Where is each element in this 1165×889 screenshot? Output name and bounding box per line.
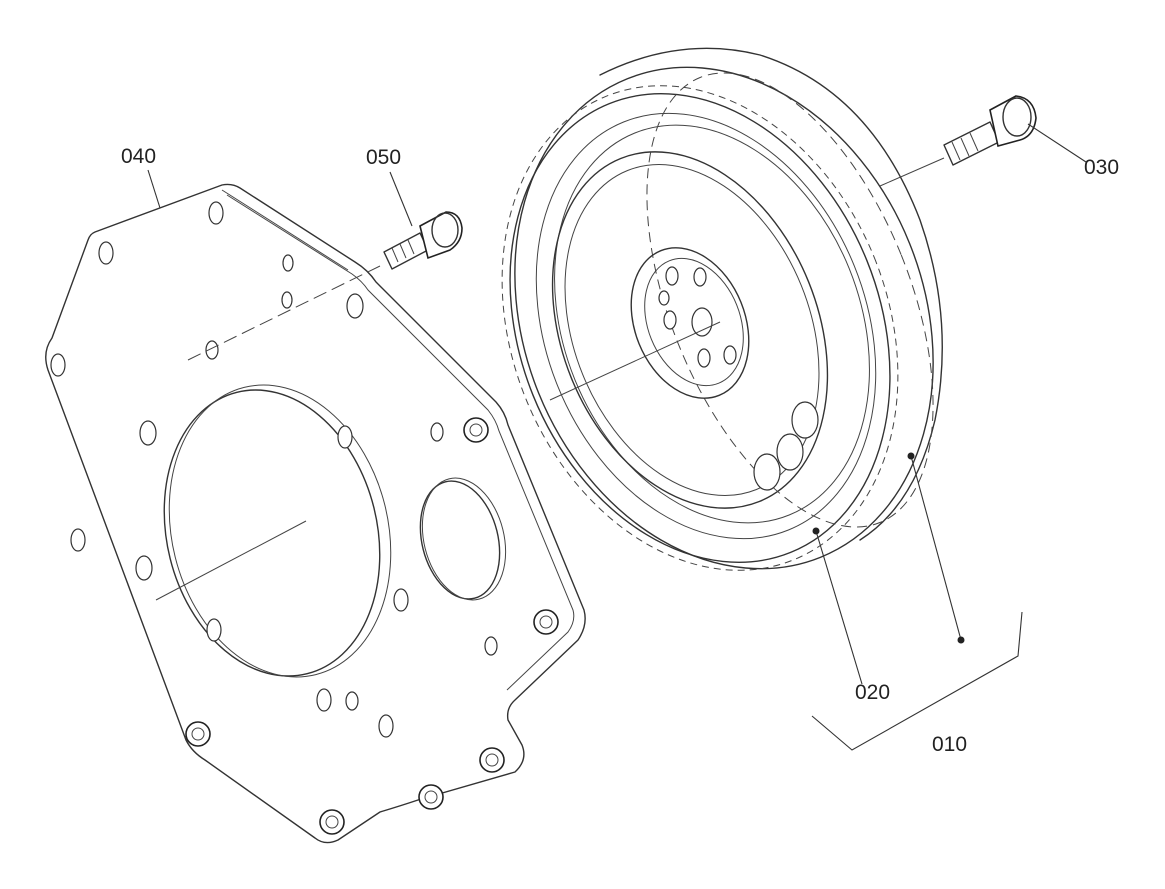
callout-030: 030	[1084, 156, 1120, 179]
plate-bolt	[187, 211, 463, 361]
stud-nut	[185, 417, 559, 835]
callout-020: 020	[855, 681, 891, 704]
callout-040: 040	[121, 145, 157, 168]
flywheel	[501, 47, 945, 571]
callout-050: 050	[366, 146, 402, 169]
leader-lines	[147, 123, 1087, 751]
end-plate	[45, 183, 586, 844]
flywheel-bolt	[943, 95, 1037, 166]
callout-010: 010	[932, 733, 968, 756]
